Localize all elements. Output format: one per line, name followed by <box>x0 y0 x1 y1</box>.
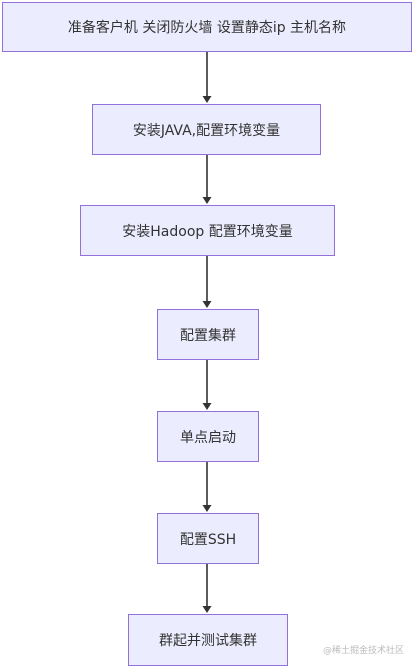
edge-n3-n4 <box>202 256 212 308</box>
arrow-head-icon <box>202 96 212 103</box>
edge-n5-n6 <box>202 462 212 512</box>
arrow-head-icon <box>202 606 212 613</box>
edge-n1-n2 <box>202 52 212 103</box>
step-configure-ssh: 配置SSH <box>157 513 259 564</box>
arrow-head-icon <box>202 403 212 410</box>
edge-n4-n5 <box>202 360 212 410</box>
edge-n2-n3 <box>202 155 212 204</box>
arrow-head-icon <box>202 505 212 512</box>
edge-n6-n7 <box>202 564 212 613</box>
arrow-head-icon <box>202 197 212 204</box>
arrow-head-icon <box>202 301 212 308</box>
watermark: @稀土掘金技术社区 <box>322 646 404 656</box>
step-install-hadoop: 安装Hadoop 配置环境变量 <box>80 205 335 256</box>
step-install-java: 安装JAVA,配置环境变量 <box>92 104 321 155</box>
step-configure-cluster: 配置集群 <box>157 309 259 360</box>
step-prepare-client: 准备客户机 关闭防火墙 设置静态ip 主机名称 <box>2 2 412 52</box>
step-cluster-start-test: 群起并测试集群 <box>128 614 288 666</box>
step-single-node-start: 单点启动 <box>157 411 259 462</box>
